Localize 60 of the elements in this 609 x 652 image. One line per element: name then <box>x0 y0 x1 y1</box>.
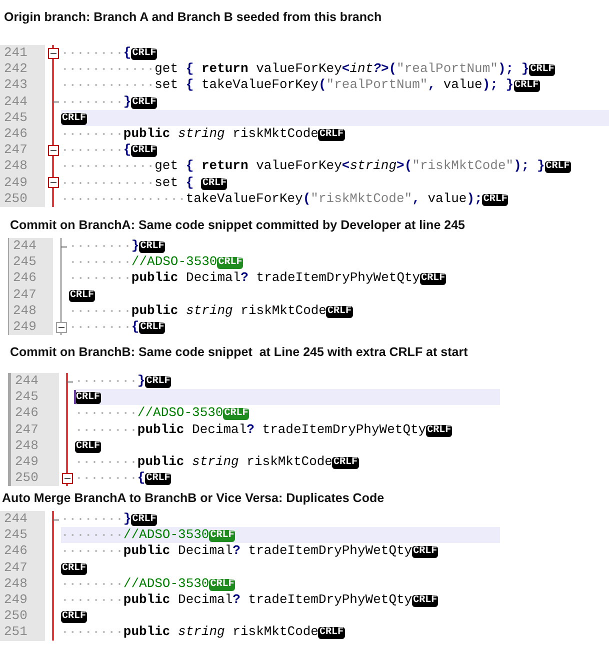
line-number: 242 <box>4 61 28 78</box>
code-line: public Decimal? tradeItemDryPhyWetQtyCRLF <box>75 422 452 438</box>
line-number: 247 <box>4 142 28 158</box>
code-line: //ADSO-3530CRLF <box>61 576 236 592</box>
line-number: 248 <box>15 438 38 454</box>
line-number: 249 <box>4 592 28 608</box>
code-line: //ADSO-3530CRLF <box>75 405 250 422</box>
line-number: 246 <box>13 270 36 286</box>
code-line: }CRLF <box>69 238 166 254</box>
code-line: //ADSO-3530CRLF <box>69 254 244 270</box>
line-number: 248 <box>13 302 36 319</box>
line-number: 243 <box>4 77 28 94</box>
code-line: public string riskMktCodeCRLF <box>61 126 344 142</box>
line-number: 249 <box>15 454 38 470</box>
line-number: 241 <box>4 45 28 61</box>
code-line: public Decimal? tradeItemDryPhyWetQtyCRLF <box>61 543 438 560</box>
line-number: 246 <box>4 126 28 142</box>
line-number: 249 <box>13 319 36 335</box>
line-number: 250 <box>15 470 38 486</box>
panel-heading: Commit on BranchA: Same code snippet committed by Developer at line 245 <box>10 218 465 232</box>
code-line: get { return valueForKey<string>("riskMktCode"); }CRLF <box>61 158 571 174</box>
line-number: 244 <box>4 94 28 110</box>
code-line: public string riskMktCodeCRLF <box>69 302 352 319</box>
line-number: 250 <box>4 608 28 624</box>
line-number: 244 <box>15 373 38 389</box>
line-number: 248 <box>4 576 28 592</box>
code-line: public string riskMktCodeCRLF <box>75 454 358 470</box>
code-line: set { takeValueForKey("realPortNum", value); }CRLF <box>61 77 540 94</box>
code-line: }CRLF <box>61 94 158 110</box>
code-line: get { return valueForKey<int?>("realPortNum"); }CRLF <box>61 61 556 78</box>
code-line: public string riskMktCodeCRLF <box>61 624 344 640</box>
line-number: 249 <box>4 174 28 191</box>
line-number: 245 <box>13 254 36 270</box>
line-number: 248 <box>4 158 28 174</box>
code-line: takeValueForKey("riskMktCode", value);CRLF <box>61 190 508 207</box>
panel-heading: Auto Merge BranchA to BranchB or Vice Versa: Duplicates Code <box>2 491 384 505</box>
code-line: set { CRLF <box>61 174 228 191</box>
line-number: 245 <box>15 389 38 406</box>
line-number: 245 <box>4 110 28 126</box>
code-line: //ADSO-3530CRLF <box>61 527 236 544</box>
code-line: public Decimal? tradeItemDryPhyWetQtyCRLF <box>61 592 438 608</box>
line-number: 250 <box>4 190 28 207</box>
line-number: 247 <box>15 422 38 438</box>
code-line: public Decimal? tradeItemDryPhyWetQtyCRLF <box>69 270 446 286</box>
code-line: }CRLF <box>61 511 158 527</box>
panel-heading: Commit on BranchB: Same code snippet at Line 245 with extra CRLF at start <box>10 345 468 359</box>
code-line: {CRLF <box>75 470 172 486</box>
code-line: }CRLF <box>75 373 172 389</box>
line-number: 244 <box>13 238 36 254</box>
line-number: 244 <box>4 511 28 527</box>
panel-heading: Origin branch: Branch A and Branch B seeded from this branch <box>4 10 382 24</box>
line-number: 247 <box>13 286 36 303</box>
line-number: 246 <box>4 543 28 560</box>
code-line: {CRLF <box>69 319 166 335</box>
line-number: 251 <box>4 624 28 640</box>
code-line: {CRLF <box>61 142 158 158</box>
code-line: {CRLF <box>61 45 158 61</box>
line-number: 245 <box>4 527 28 544</box>
line-number: 247 <box>4 560 28 576</box>
line-number: 246 <box>15 405 38 422</box>
